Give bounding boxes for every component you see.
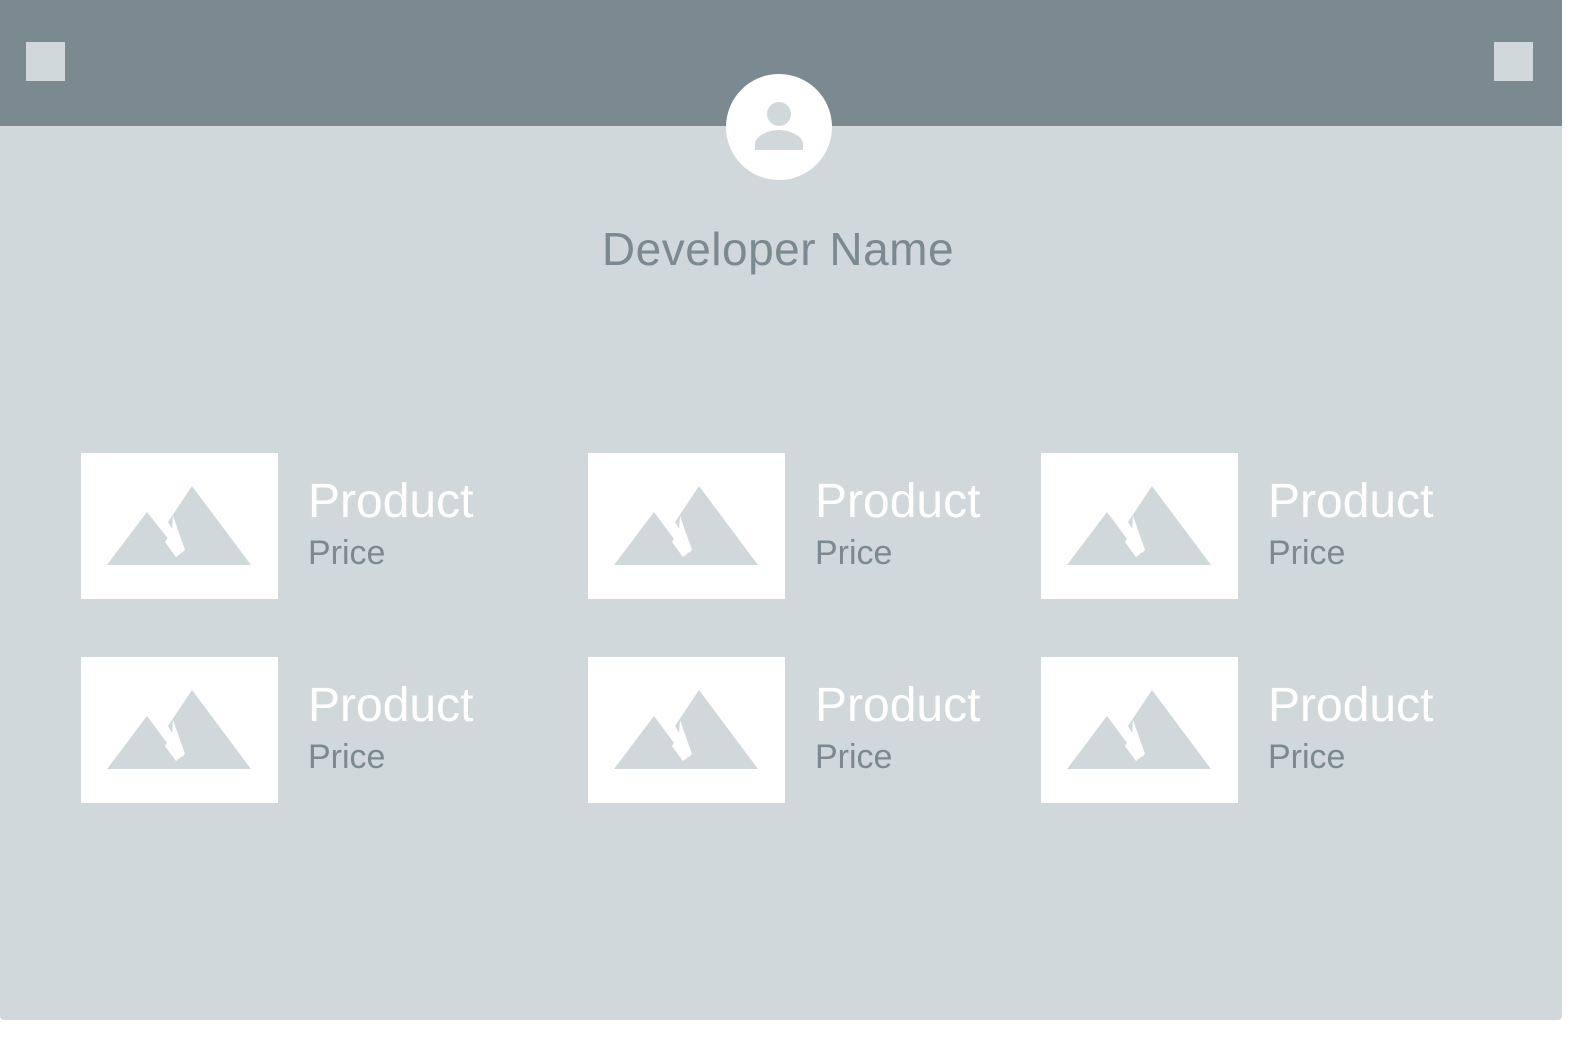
product-thumbnail <box>1041 657 1238 803</box>
product-card[interactable]: Product Price <box>588 453 1048 599</box>
image-placeholder-icon <box>1067 486 1211 565</box>
product-card[interactable]: Product Price <box>1041 657 1501 803</box>
product-price: Price <box>308 738 386 776</box>
developer-page: Developer Name Product Price Product Pri… <box>0 0 1562 1020</box>
nav-square-icon[interactable] <box>26 42 65 81</box>
product-name: Product <box>308 475 474 528</box>
person-icon <box>755 102 803 150</box>
product-price: Price <box>308 534 386 572</box>
product-price: Price <box>815 738 893 776</box>
product-card[interactable]: Product Price <box>81 453 541 599</box>
image-placeholder-icon <box>107 486 251 565</box>
product-thumbnail <box>588 453 785 599</box>
product-price: Price <box>1268 738 1346 776</box>
product-thumbnail <box>588 657 785 803</box>
product-name: Product <box>1268 475 1434 528</box>
product-name: Product <box>815 475 981 528</box>
product-name: Product <box>815 679 981 732</box>
product-name: Product <box>1268 679 1434 732</box>
product-thumbnail <box>81 657 278 803</box>
image-placeholder-icon <box>1067 690 1211 769</box>
product-thumbnail <box>81 453 278 599</box>
product-name: Product <box>308 679 474 732</box>
product-price: Price <box>1268 534 1346 572</box>
image-placeholder-icon <box>614 690 758 769</box>
image-placeholder-icon <box>107 690 251 769</box>
product-thumbnail <box>1041 453 1238 599</box>
product-card[interactable]: Product Price <box>588 657 1048 803</box>
product-card[interactable]: Product Price <box>1041 453 1501 599</box>
avatar[interactable] <box>726 74 832 180</box>
product-price: Price <box>815 534 893 572</box>
product-card[interactable]: Product Price <box>81 657 541 803</box>
developer-name: Developer Name <box>601 223 955 275</box>
action-square-icon[interactable] <box>1494 42 1533 81</box>
image-placeholder-icon <box>614 486 758 565</box>
